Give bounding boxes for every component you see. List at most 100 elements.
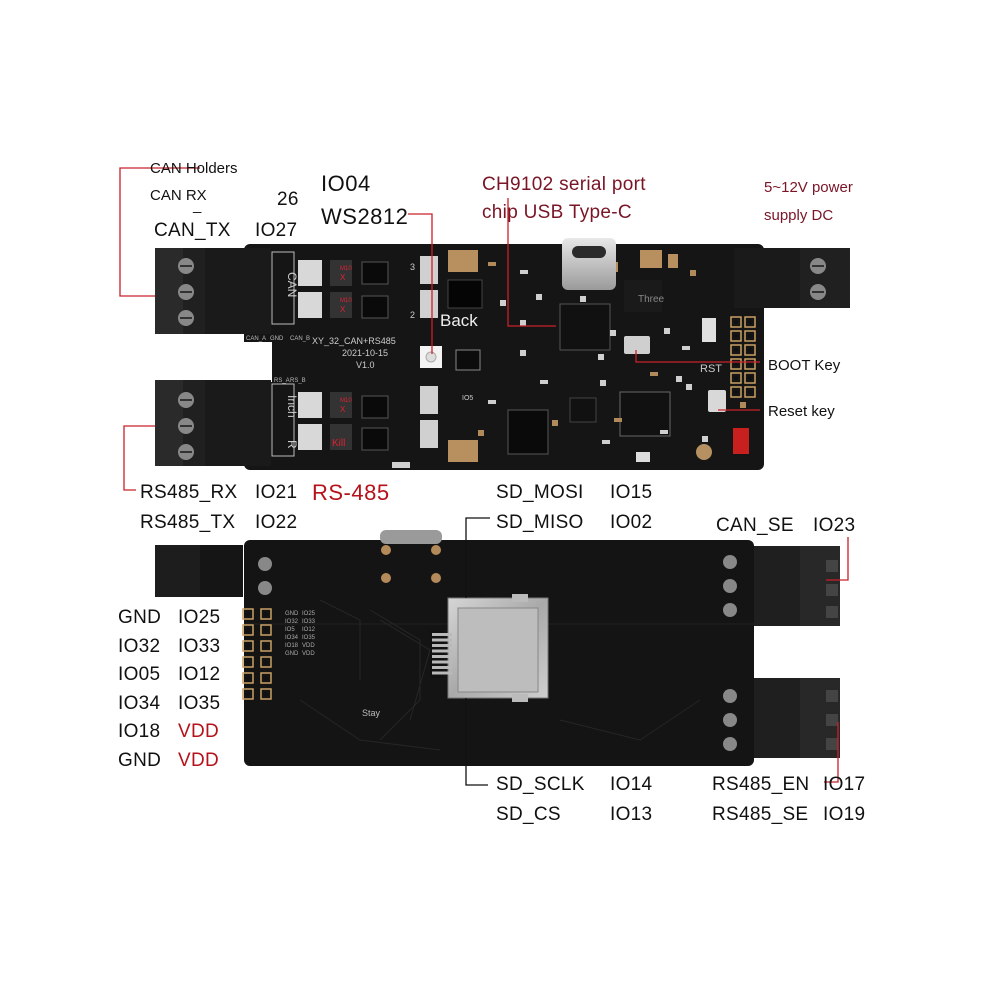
pin-label-left: IO18 <box>118 721 161 742</box>
label-dash: _ <box>193 197 202 214</box>
silk-x-a: X <box>340 273 346 282</box>
silk-pin-left: IO34 <box>285 635 299 641</box>
silk-pin-right: IO33 <box>302 619 316 625</box>
label-supply-dc: supply DC <box>764 207 834 224</box>
silk-inch: Inch <box>285 395 299 418</box>
rs485-terminal-block <box>155 380 271 466</box>
pin-header-top <box>730 316 756 398</box>
label-io21: IO21 <box>255 482 298 503</box>
silk-io5: IO5 <box>462 395 473 402</box>
silk-back: Back <box>440 311 478 330</box>
label-ws2812: WS2812 <box>321 204 409 229</box>
silk-pin-right: VDD <box>302 651 315 657</box>
silk-n3: 3 <box>410 262 415 272</box>
can-terminal-back <box>754 546 840 626</box>
label-rs485-en: RS485_EN <box>712 774 810 795</box>
label-rs485-tx: RS485_TX <box>140 512 236 533</box>
rs485-terminal-back <box>754 678 840 758</box>
silk-stay: Stay <box>362 708 381 718</box>
label-can-se: CAN_SE <box>716 515 794 536</box>
top-board: CAN Inch R CAN_A GND CAN_B RS_A RS_B XY_… <box>155 238 850 470</box>
silk-pin-right: IO12 <box>302 627 316 633</box>
label-can-holders: CAN Holders <box>150 160 238 177</box>
silk-m10-c: M10 <box>340 298 352 304</box>
silk-can-b: CAN_B <box>290 336 310 342</box>
silk-pin-labels: GNDIO32IO5IO34IO18GNDIO25IO33IO12IO35VDD… <box>285 611 316 657</box>
usb-c-connector <box>562 238 616 290</box>
bottom-board: Stay GNDIO32IO5IO34IO18GNDIO25IO33IO12IO… <box>155 530 840 766</box>
silk-r: R <box>285 440 299 449</box>
label-can-rx: CAN RX <box>150 187 207 204</box>
label-boot-key: BOOT Key <box>768 357 841 374</box>
pin-label-right: VDD <box>178 721 220 742</box>
pin-label-left: IO34 <box>118 692 161 714</box>
silk-pin-left: GND <box>285 651 299 657</box>
label-io22: IO22 <box>255 512 298 533</box>
protection-components <box>298 256 438 468</box>
silk-gnd: GND <box>270 336 284 342</box>
smd-components <box>478 262 746 444</box>
power-terminal-block <box>734 248 850 308</box>
silk-date: 2021-10-15 <box>342 348 388 358</box>
silk-can-a: CAN_A <box>246 336 266 342</box>
leader-lines <box>119 167 849 786</box>
label-sd-miso: SD_MISO <box>496 512 584 533</box>
label-io27: IO27 <box>255 220 298 241</box>
silk-x-b: X <box>340 305 346 314</box>
label-io19: IO19 <box>823 804 866 825</box>
label-rs485-se: RS485_SE <box>712 804 809 825</box>
silk-kill: Kill <box>332 438 345 449</box>
label-power: 5~12V power <box>764 179 853 196</box>
pin-label-right: IO33 <box>178 635 221 657</box>
silk-board-name: XY_32_CAN+RS485 <box>312 336 396 346</box>
label-sd-sclk: SD_SCLK <box>496 774 585 795</box>
pin-label-right: IO12 <box>178 664 221 685</box>
pin-label-right: IO25 <box>178 607 221 628</box>
label-ch9102: CH9102 serial port <box>482 174 646 195</box>
pin-label-right: IO35 <box>178 692 221 714</box>
silk-pin-left: GND <box>285 611 299 617</box>
label-io02: IO02 <box>610 512 653 533</box>
label-io13: IO13 <box>610 804 653 825</box>
silk-pin-left: IO32 <box>285 619 299 625</box>
label-io14: IO14 <box>610 774 653 795</box>
label-rs485-rx: RS485_RX <box>140 482 238 503</box>
boot-button <box>624 336 650 354</box>
pin-label-left: GND <box>118 607 162 628</box>
silk-rst: RST <box>700 363 722 375</box>
silk-version: V1.0 <box>356 360 375 370</box>
silk-pin-left: IO5 <box>285 627 295 633</box>
label-usb-type-c: chip USB Type-C <box>482 202 632 223</box>
sd-card-socket <box>430 594 549 702</box>
pin-label-left: GND <box>118 749 162 771</box>
label-rs485: RS-485 <box>312 480 390 505</box>
label-sd-cs: SD_CS <box>496 804 561 825</box>
silk-n2: 2 <box>410 310 415 320</box>
pin-label-left: IO05 <box>118 664 161 685</box>
can-terminal-block <box>155 248 271 334</box>
label-io15: IO15 <box>610 482 653 503</box>
silk-pin-right: VDD <box>302 643 315 649</box>
label-sd-mosi: SD_MOSI <box>496 482 584 503</box>
silk-can-block: CAN <box>285 272 299 297</box>
capacitors <box>448 250 678 462</box>
pin-label-left: IO32 <box>118 635 161 657</box>
silk-pin-right: IO35 <box>302 635 316 641</box>
silk-pin-right: IO25 <box>302 611 316 617</box>
pin-header-bottom <box>242 608 272 700</box>
silk-m10-a: M10 <box>340 266 352 272</box>
silk-rs-b: RS_B <box>290 378 306 384</box>
label-io17: IO17 <box>823 774 866 795</box>
label-26: 26 <box>277 189 299 210</box>
silk-three: Three <box>638 294 665 305</box>
silk-x-c: X <box>340 405 346 414</box>
silk-rs-a: RS_A <box>274 378 290 384</box>
silk-pin-left: IO18 <box>285 643 299 649</box>
pin-label-right: VDD <box>178 749 220 771</box>
silk-m10-b: M10 <box>340 398 352 404</box>
label-reset-key: Reset key <box>768 403 835 420</box>
label-io04: IO04 <box>321 171 371 196</box>
label-io23: IO23 <box>813 515 856 536</box>
